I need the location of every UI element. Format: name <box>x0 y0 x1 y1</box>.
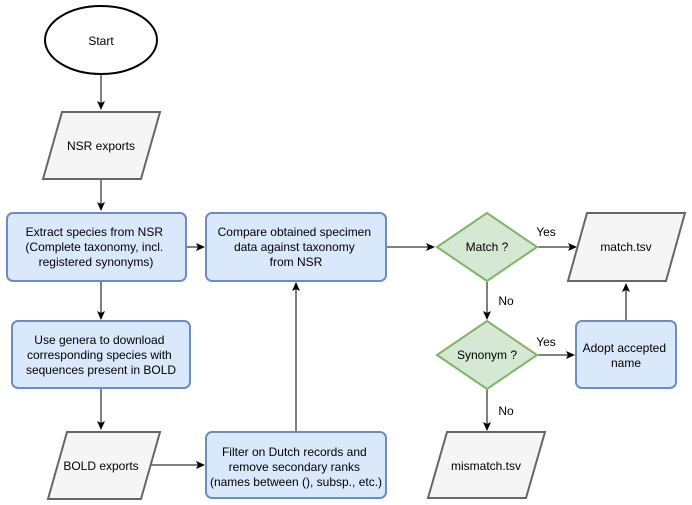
filter-dutch-line-2: remove secondary ranks <box>229 460 360 474</box>
edge-label-synonym-yes: Yes <box>536 335 556 349</box>
use-genera-line-1: Use genera to download <box>34 333 164 347</box>
use-genera-line-3: sequences present in BOLD <box>26 363 176 377</box>
synonym-decision-label: Synonym ? <box>457 348 517 362</box>
compare-line-3: from NSR <box>270 255 323 269</box>
adopt-name-node: Adopt accepted name <box>575 320 677 389</box>
extract-species-node: Extract species from NSR (Complete taxon… <box>6 212 187 282</box>
svg-text:Use genera to download c: Use genera to download corresponding spe… <box>26 333 176 377</box>
adopt-name-line-1: Adopt accepted <box>583 341 666 355</box>
edges <box>97 75 630 469</box>
svg-text:Extract species from NSR: Extract species from NSR (Complete taxon… <box>25 225 166 269</box>
filter-dutch-line-3: (names between (), subsp., etc.) <box>210 475 382 489</box>
start-label: Start <box>88 34 114 48</box>
extract-species-line-2: (Complete taxonomy, incl. <box>25 240 163 254</box>
nsr-exports-label: NSR exports <box>67 139 135 153</box>
svg-text:Filter on Dutch records and: Filter on Dutch records and remove secon… <box>210 445 382 489</box>
compare-node: Compare obtained specimen data against t… <box>205 212 387 282</box>
mismatch-tsv-label: mismatch.tsv <box>451 459 521 473</box>
use-genera-node: Use genera to download corresponding spe… <box>11 320 191 389</box>
bold-exports-label: BOLD exports <box>63 459 138 473</box>
adopt-name-line-2: name <box>611 356 641 370</box>
compare-line-2: data against taxonomy <box>234 240 355 254</box>
edge-label-match-yes: Yes <box>536 225 556 239</box>
start-node: Start <box>44 5 158 75</box>
bold-exports-node: BOLD exports <box>46 431 162 500</box>
match-decision-node: Match ? <box>435 211 539 283</box>
edge-label-synonym-no: No <box>498 404 514 418</box>
svg-text:Adopt accepted name: Adopt accepted name <box>583 341 670 370</box>
svg-text:Compare obtained specimen: Compare obtained specimen data against t… <box>218 225 375 269</box>
match-tsv-node: match.tsv <box>566 212 687 282</box>
mismatch-tsv-node: mismatch.tsv <box>426 431 547 499</box>
extract-species-line-1: Extract species from NSR <box>26 225 164 239</box>
edge-label-match-no: No <box>498 294 514 308</box>
compare-line-1: Compare obtained specimen <box>218 225 371 239</box>
nsr-exports-node: NSR exports <box>41 111 162 180</box>
match-tsv-label: match.tsv <box>600 240 651 254</box>
use-genera-line-2: corresponding species with <box>27 348 172 362</box>
filter-dutch-node: Filter on Dutch records and remove secon… <box>205 431 387 499</box>
synonym-decision-node: Synonym ? <box>435 319 539 391</box>
extract-species-line-3: registered synonyms) <box>39 255 154 269</box>
filter-dutch-line-1: Filter on Dutch records and <box>222 445 367 459</box>
match-decision-label: Match ? <box>466 240 509 254</box>
